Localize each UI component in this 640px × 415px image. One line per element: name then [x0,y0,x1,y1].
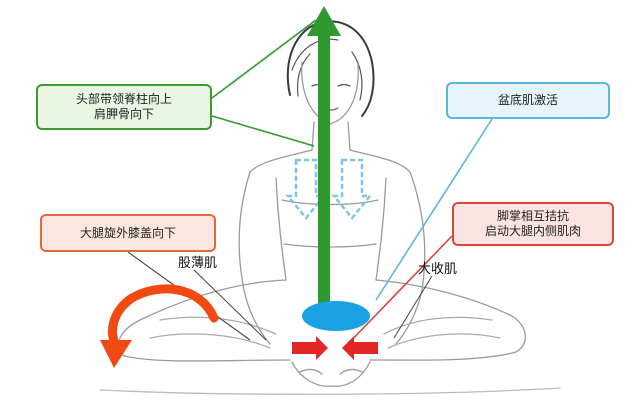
right-thigh-shading [383,316,501,349]
callout-feet-press-line2: 启动大腿内侧肌肉 [484,224,581,238]
callout-pelvic-floor: 盆底肌激活 [446,82,610,119]
red-arrow-right [292,336,328,360]
eyes [311,83,351,87]
spine-up-arrow [307,6,341,310]
callout-thigh-rotation-text: 大腿旋外膝盖向下 [79,225,176,240]
leader-adductor [393,275,433,339]
callout-head-spine: 头部带领脊柱向上 肩胛骨向下 [36,84,212,130]
pelvic-floor-disc [302,301,370,331]
leader-head-spine [211,19,317,147]
hair-outline [286,20,375,117]
leader-lines [127,19,493,347]
callout-head-spine-line2: 肩胛骨向下 [93,107,154,121]
callout-feet-press: 脚掌相互拮抗 启动大腿内侧肌肉 [452,202,614,246]
leader-feet-press [345,235,453,347]
seated-figure-sketch [99,20,561,395]
red-arrow-left [342,336,378,360]
right-leg [369,279,526,361]
feet [291,361,371,387]
leader-gracilis [193,269,267,341]
muscle-label-adductor: 大收肌 [418,262,458,277]
hair-strands [291,38,363,101]
shoulder-down-arrows [285,158,373,220]
right-arm [395,171,426,345]
left-leg [117,279,291,362]
external-rotation-arrow [100,284,219,368]
callout-head-spine-line1: 头部带领脊柱向上 [75,92,172,106]
top-lines [281,199,379,248]
leader-pelvic-floor [375,118,493,301]
inner-thigh-arrows [292,336,378,360]
callout-pelvic-floor-text: 盆底肌激活 [497,93,558,107]
torso-sides [275,177,387,281]
callout-feet-press-line1: 脚掌相互拮抗 [496,209,569,223]
neck-lines [311,121,351,151]
left-thigh-shading [149,316,277,349]
muscle-label-gracilis: 股薄肌 [178,256,218,271]
right-dashed-arrow [331,158,373,220]
callout-thigh-rotation: 大腿旋外膝盖向下 [40,214,216,252]
floor-line [99,387,561,395]
shoulders [249,149,411,173]
left-dashed-arrow [285,158,327,220]
